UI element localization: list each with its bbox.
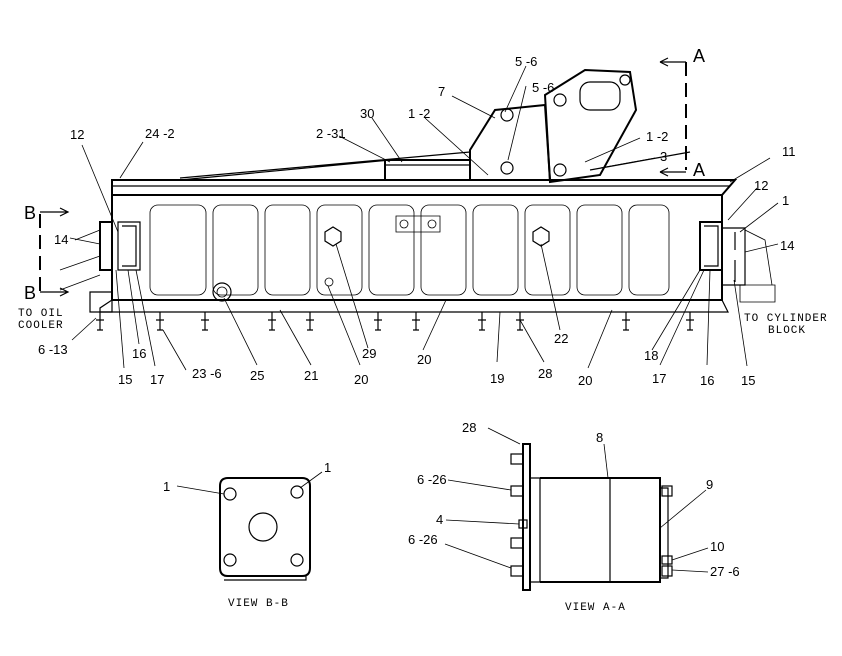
callout-22: 22 (554, 331, 568, 346)
callout-14-right: 14 (780, 238, 794, 253)
section-a-marker: A A (659, 46, 705, 180)
callout-25: 25 (250, 368, 264, 383)
section-b-bottom-label: B (24, 283, 36, 303)
section-a-bottom-label: A (693, 160, 705, 180)
note-to-oil-cooler-line1: TO OIL (18, 308, 64, 320)
callout-20-b: 20 (417, 352, 431, 367)
callout-14-left: 14 (54, 232, 68, 247)
callout-16-left: 16 (132, 346, 146, 361)
note-to-cylinder-block-line1: TO CYLINDER (744, 313, 828, 325)
callout-3: 3 (660, 149, 667, 164)
callout-23-6: 23 -6 (192, 366, 222, 381)
callout-12-right: 12 (754, 178, 768, 193)
callout-5-6-a: 5 -6 (515, 54, 537, 69)
callout-24-2: 24 -2 (145, 126, 175, 141)
callout-9: 9 (706, 477, 713, 492)
note-to-oil-cooler-line2: COOLER (18, 320, 64, 332)
callout-1-2-top: 1 -2 (408, 106, 430, 121)
callout-20-a: 20 (354, 372, 368, 387)
view-bb-flange: 1 1 VIEW B-B (163, 460, 331, 610)
callout-15-left: 15 (118, 372, 132, 387)
section-b-marker: B B (24, 203, 70, 303)
callout-18: 18 (644, 348, 658, 363)
callout-20-c: 20 (578, 373, 592, 388)
callout-17-left: 17 (150, 372, 164, 387)
callout-2-31: 2 -31 (316, 126, 346, 141)
view-aa-filter: 28 8 9 6 -26 4 6 -26 10 27 -6 VIEW A-A (408, 420, 740, 614)
callout-5-6-b: 5 -6 (532, 80, 554, 95)
callout-11: 11 (782, 144, 796, 159)
callout-8: 8 (596, 430, 603, 445)
callout-30: 30 (360, 106, 374, 121)
callout-10: 10 (710, 539, 724, 554)
callout-7: 7 (438, 84, 445, 99)
section-b-top-label: B (24, 203, 36, 223)
callout-16-right: 16 (700, 373, 714, 388)
section-a-top-label: A (693, 46, 705, 66)
callout-1-2-right: 1 -2 (646, 129, 668, 144)
callout-1-bb-left: 1 (163, 479, 170, 494)
callout-28-view: 28 (462, 420, 476, 435)
callout-6-13: 6 -13 (38, 342, 68, 357)
view-bb-caption: VIEW B-B (228, 598, 289, 610)
callout-4: 4 (436, 512, 443, 527)
main-view-callouts: 12 24 -2 2 -31 30 1 -2 7 5 -6 5 -6 1 -2 … (38, 54, 796, 388)
callout-15-right: 15 (741, 373, 755, 388)
note-to-cylinder-block-line2: BLOCK (768, 325, 806, 337)
callout-6-26-a: 6 -26 (417, 472, 447, 487)
callout-12-left: 12 (70, 127, 84, 142)
leader-lines (69, 65, 779, 371)
callout-17-right: 17 (652, 371, 666, 386)
callout-28-main: 28 (538, 366, 552, 381)
callout-21: 21 (304, 368, 318, 383)
callout-19: 19 (490, 371, 504, 386)
callout-27-6: 27 -6 (710, 564, 740, 579)
callout-1-bb-right: 1 (324, 460, 331, 475)
callout-1-right: 1 (782, 193, 789, 208)
callout-6-26-b: 6 -26 (408, 532, 438, 547)
oil-manifold-assembly (59, 68, 776, 331)
callout-29: 29 (362, 346, 376, 361)
view-aa-caption: VIEW A-A (565, 602, 626, 614)
